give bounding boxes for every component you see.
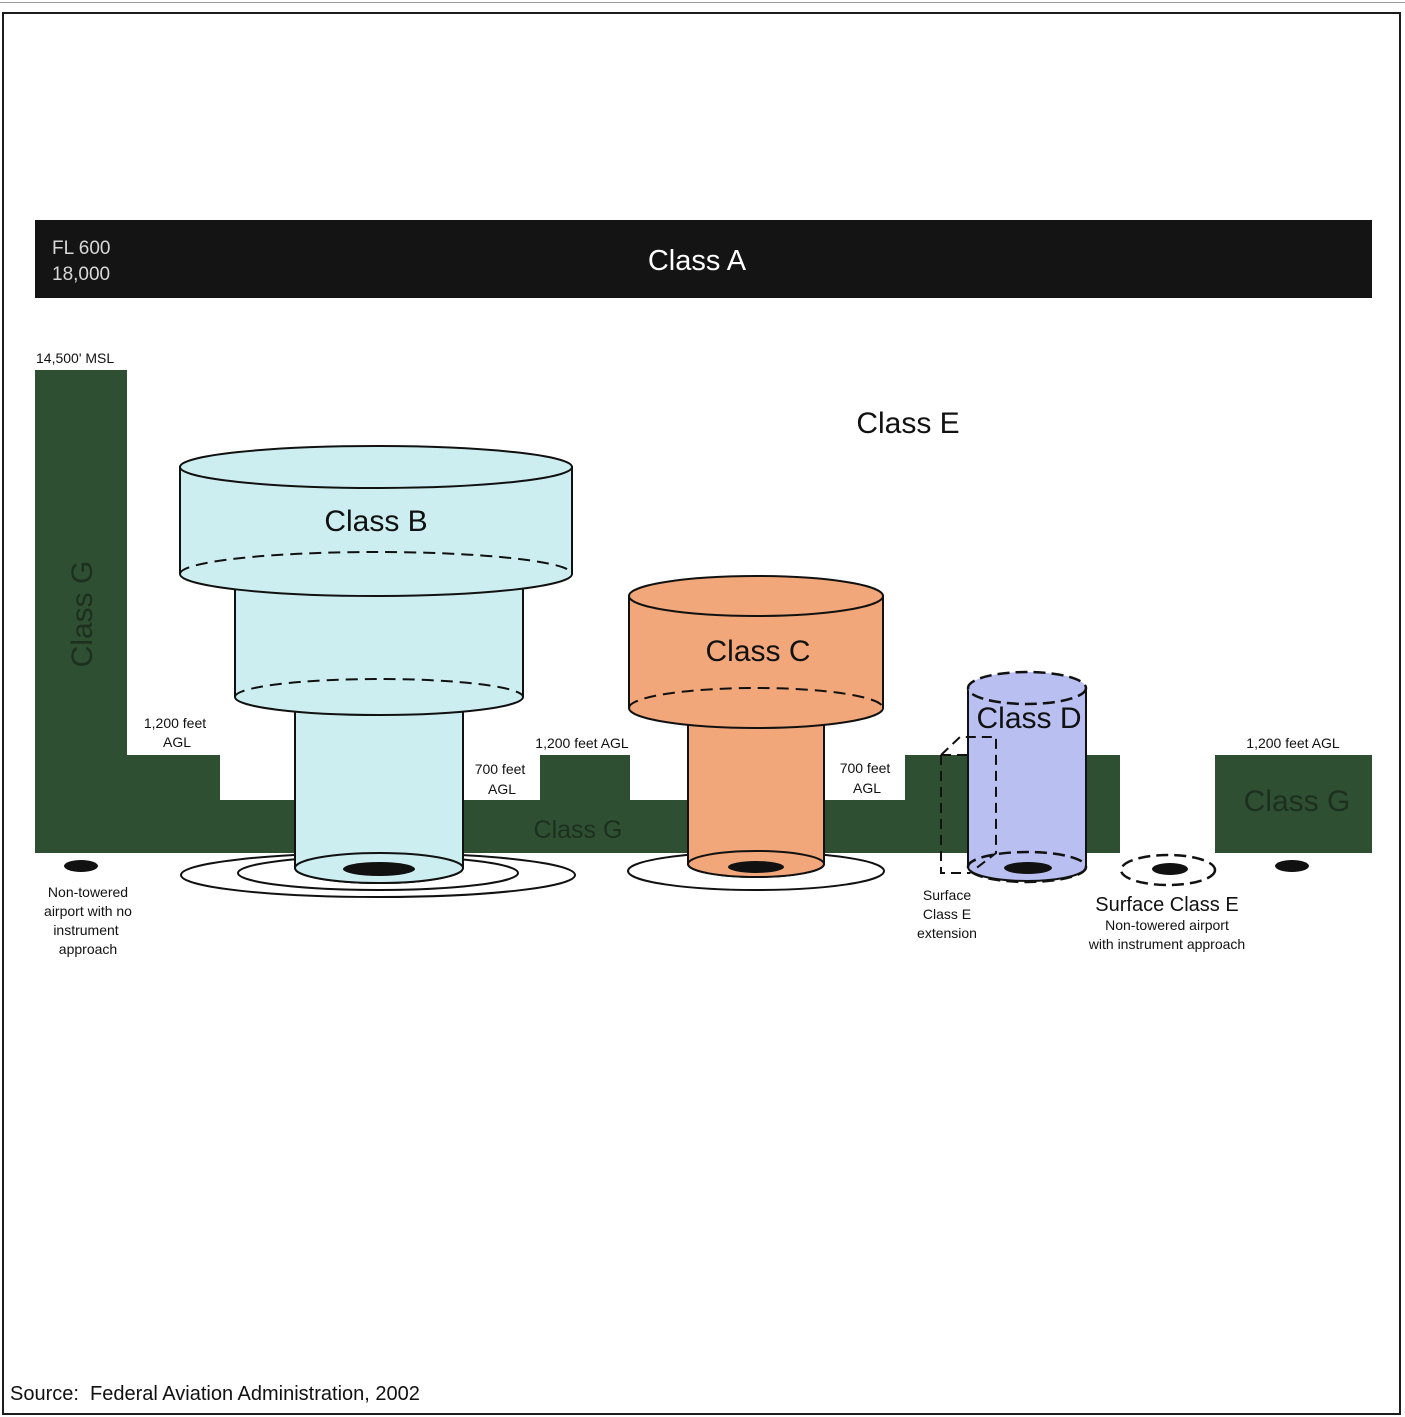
class-d-base — [966, 850, 1088, 884]
nontowered-airport-right — [1275, 860, 1309, 872]
class-b-middle-shelf — [234, 584, 524, 716]
nontowered-note-line2: airport with no — [44, 903, 132, 919]
left-1200-label-line2: AGL — [163, 734, 191, 750]
nontowered-note-line1: Non-towered — [48, 884, 128, 900]
class-c-airspace: Class C — [627, 575, 885, 891]
class-c-label: Class C — [705, 635, 810, 668]
surface-ext-note-line1: Surface — [923, 887, 971, 903]
class-c-upper-shelf — [628, 595, 884, 729]
class-c-airport — [728, 861, 784, 873]
top-rule — [0, 2, 1405, 3]
class-g-terrain: 14,500' MSL Class G Class G Class G — [35, 350, 1372, 853]
nontowered-airport-left — [64, 860, 98, 872]
mid-700-label-line1: 700 feet — [475, 761, 526, 777]
class-g-center-block — [462, 755, 690, 853]
class-d-top-ellipse — [966, 670, 1088, 706]
class-a-rect — [35, 220, 1372, 298]
class-b-top-dash — [179, 551, 573, 575]
class-a-fl-label: FL 600 — [52, 238, 110, 259]
right-1200-label: 1,200 feet AGL — [1246, 735, 1340, 751]
nontowered-note-line3: instrument — [53, 922, 118, 938]
altitude-labels: 1,200 feet AGL 700 feet AGL 1,200 feet A… — [144, 715, 1340, 797]
surface-ext-note-line2: Class E — [923, 906, 971, 922]
surface-class-e-title: Surface Class E — [1095, 894, 1238, 916]
class-g-center-label: Class G — [534, 816, 623, 844]
surface-class-e-airport-dot — [1152, 863, 1188, 875]
airport-notes: Non-towered airport with no instrument a… — [44, 884, 1245, 957]
class-b-airspace: Class B — [179, 445, 576, 898]
class-e-label: Class E — [856, 407, 959, 440]
figure-frame — [2, 12, 1401, 1415]
class-a-label: Class A — [648, 245, 747, 277]
mid-1200-label: 1,200 feet AGL — [535, 735, 629, 751]
class-b-top-ellipse — [179, 445, 573, 489]
c-700-label-line2: AGL — [853, 780, 881, 796]
c-700-label-line1: 700 feet — [840, 760, 891, 776]
surface-ext-note-line3: extension — [917, 925, 977, 941]
class-d-label: Class D — [976, 702, 1081, 735]
class-a-band: FL 600 18,000 Class A — [35, 220, 1372, 298]
left-1200-label-line1: 1,200 feet — [144, 715, 206, 731]
class-d-airspace: Class D — [940, 670, 1088, 884]
class-c-top-ellipse — [628, 575, 884, 617]
surface-class-e-note-line2: with instrument approach — [1088, 936, 1245, 952]
class-d-airport — [1004, 862, 1052, 874]
class-a-altitude-label: 18,000 — [52, 264, 110, 285]
class-b-middle-dash — [234, 678, 524, 698]
surface-class-e-ring — [1119, 853, 1217, 887]
source-caption: Source: Federal Aviation Administration,… — [10, 1383, 420, 1405]
surface-class-e-extension — [940, 736, 997, 874]
surface-class-e-airport — [1119, 853, 1217, 887]
class-g-right-label: Class G — [1244, 785, 1351, 818]
mid-700-label-line2: AGL — [488, 781, 516, 797]
class-g-top-altitude: 14,500' MSL — [36, 350, 114, 366]
class-g-right-block — [1215, 755, 1372, 853]
class-g-left-label: Class G — [66, 561, 99, 668]
class-b-airport — [343, 862, 415, 876]
nontowered-note-line4: approach — [59, 941, 117, 957]
class-b-label: Class B — [324, 505, 427, 538]
class-g-d-left-block — [822, 755, 970, 853]
class-b-top-shelf — [179, 466, 573, 597]
surface-class-e-note-line1: Non-towered airport — [1105, 917, 1229, 933]
class-g-left-block — [35, 370, 300, 853]
